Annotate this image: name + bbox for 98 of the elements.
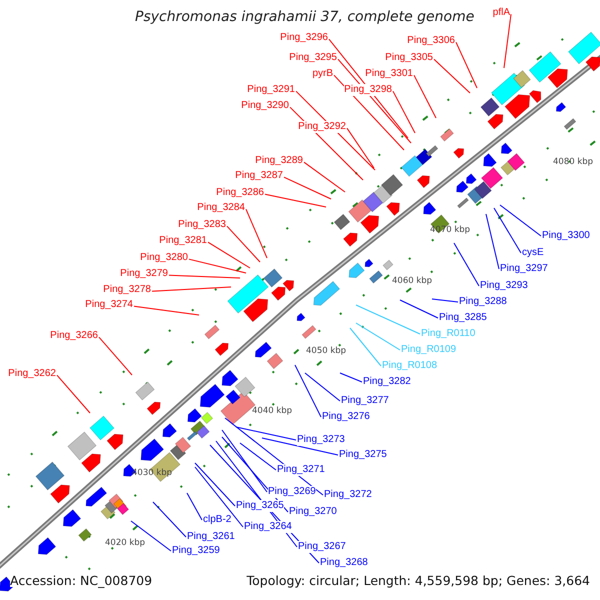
gene-label: Ping_3305 [385,52,433,64]
leader-line [284,176,332,200]
scale-label: 4050 kbp [306,346,346,356]
gene-label: Ping_3274 [85,299,133,311]
leader-line [456,42,478,88]
gene-label: Ping_3293 [480,280,528,292]
gene-label: cysE [522,247,544,259]
leader-line [328,38,408,138]
gene-label: pflA [492,7,510,19]
gene-label: Ping_3292 [298,121,346,133]
leader-line [486,214,500,270]
leader-line [188,258,246,274]
leader-line [454,242,480,286]
gene-label: Ping_3279 [120,268,168,280]
gene-label: Ping_3289 [255,155,303,167]
scale-label: 4080 kbp [553,157,594,167]
gene-label: Ping_3297 [500,263,548,275]
leader-line [356,322,400,350]
scale-label: 4040 kbp [252,406,292,416]
leader-line [168,274,240,278]
leader-line [56,374,90,414]
gene-label: Ping_3298 [344,84,392,96]
leader-line [208,242,250,268]
leader-line [130,520,172,552]
leader-line [356,304,420,334]
gene-label: Ping_3284 [197,202,245,214]
leader-line [134,306,200,316]
leader-line [340,372,362,382]
gene-label: Ping_3266 [50,330,98,342]
leader-line [194,466,244,528]
leader-line [400,300,438,318]
gene-label: Ping_3300 [542,230,590,242]
gene-label: Ping_3277 [341,395,389,407]
leader-line [152,502,186,538]
gene-label: clpB-2 [203,514,232,526]
leader-line [494,208,522,254]
title: Psychromonas ingrahamii 37, complete genome [135,9,474,25]
leader-line [194,462,236,506]
gene-label: Ping_3273 [297,434,345,446]
leader-line [226,226,260,262]
gene-label: Ping_3272 [324,489,372,501]
gene-label: Ping_3296 [280,32,328,44]
gene-label: Ping_3281 [159,235,207,247]
scale-label: 4020 kbp [105,538,146,548]
leader-line [334,74,404,150]
gene-label: Ping_3306 [407,35,455,47]
gene-label: Ping_3286 [216,187,264,199]
gene-label: Ping_3295 [289,52,337,64]
gene-label: Ping_3291 [247,84,295,96]
gene-label: Ping_3262 [8,368,56,380]
leader-line [504,14,512,68]
gene-label: Ping_3276 [322,411,370,423]
gene-label: Ping_3259 [172,545,220,557]
gene-label: Ping_3275 [339,449,387,461]
accession-text: Accession: NC_008709 [10,575,152,587]
leader-line [304,162,346,192]
gene-label: Ping_R0110 [421,328,476,340]
gene-label: Ping_3280 [140,252,188,264]
leader-line [98,336,132,376]
gene-label: Ping_3270 [289,506,337,518]
leader-line [434,58,470,94]
leader-line [186,492,202,520]
leader-line [240,442,276,470]
gene-label: Ping_3287 [235,170,283,182]
gene-label: Ping_3269 [268,486,316,498]
gene-label: Ping_3301 [365,68,413,80]
scale-label: 4030 kbp [132,468,172,478]
leader-line [262,438,338,456]
leader-line [246,208,268,258]
leader-line [304,372,340,402]
leader-line [500,204,542,236]
gene-label: Ping_R0108 [382,360,438,372]
scale-label: 4060 kbp [392,276,432,286]
gene-label: Ping_3264 [244,521,292,533]
gene-label: Ping_3290 [241,100,289,112]
gene-label: Ping_3283 [178,219,226,231]
gene-label: Ping_R0109 [401,344,456,356]
leader-line [346,128,374,168]
leader-line [432,298,458,302]
leader-line [264,194,326,208]
leader-line [236,426,296,440]
leader-line [414,74,436,118]
leader-line [222,430,268,492]
gene-label: Ping_3271 [277,464,325,476]
gene-label: Ping_3282 [363,376,411,388]
leader-line [392,90,416,134]
leader-line [294,364,322,418]
gene-label: Ping_3265 [236,500,284,512]
gene-label: Ping_3278 [103,284,151,296]
genome-summary-text: Topology: circular; Length: 4,559,598 bp; Genes: 3,664 [246,575,590,587]
leader-line [152,286,232,292]
gene-label: Ping_3261 [187,531,235,543]
leader-line [350,328,382,366]
gene-label: Ping_3267 [298,541,346,553]
gene-label: pyrB [312,68,333,80]
gene-label: Ping_3288 [459,296,507,308]
gene-label: Ping_3268 [320,557,368,569]
gene-label: Ping_3285 [439,312,487,324]
